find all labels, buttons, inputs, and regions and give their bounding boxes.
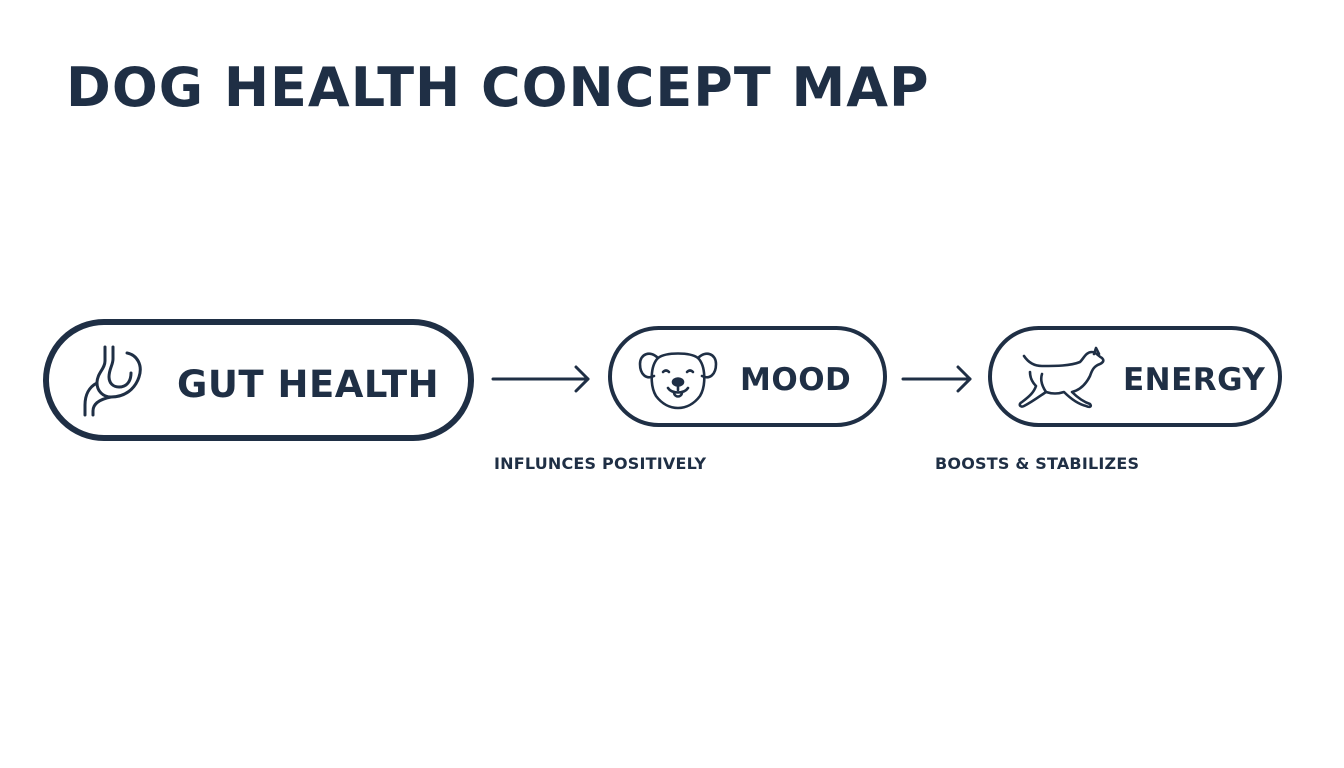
node-mood: MOOD bbox=[608, 326, 887, 427]
arrow-right-icon bbox=[900, 362, 976, 396]
node-label: GUT HEALTH bbox=[177, 363, 440, 406]
node-energy: ENERGY bbox=[988, 326, 1282, 427]
stomach-icon bbox=[75, 341, 155, 421]
running-dog-icon bbox=[1010, 346, 1110, 410]
node-label: MOOD bbox=[740, 362, 852, 398]
edge-label: BOOSTS & STABILIZES bbox=[935, 454, 1140, 473]
dog-face-icon bbox=[636, 344, 720, 410]
edge-label: INFLUNCES POSITIVELY bbox=[494, 454, 707, 473]
node-gut-health: GUT HEALTH bbox=[43, 319, 474, 441]
page-title: DOG HEALTH CONCEPT MAP bbox=[66, 56, 930, 119]
node-label: ENERGY bbox=[1123, 362, 1266, 398]
arrow-right-icon bbox=[490, 362, 594, 396]
